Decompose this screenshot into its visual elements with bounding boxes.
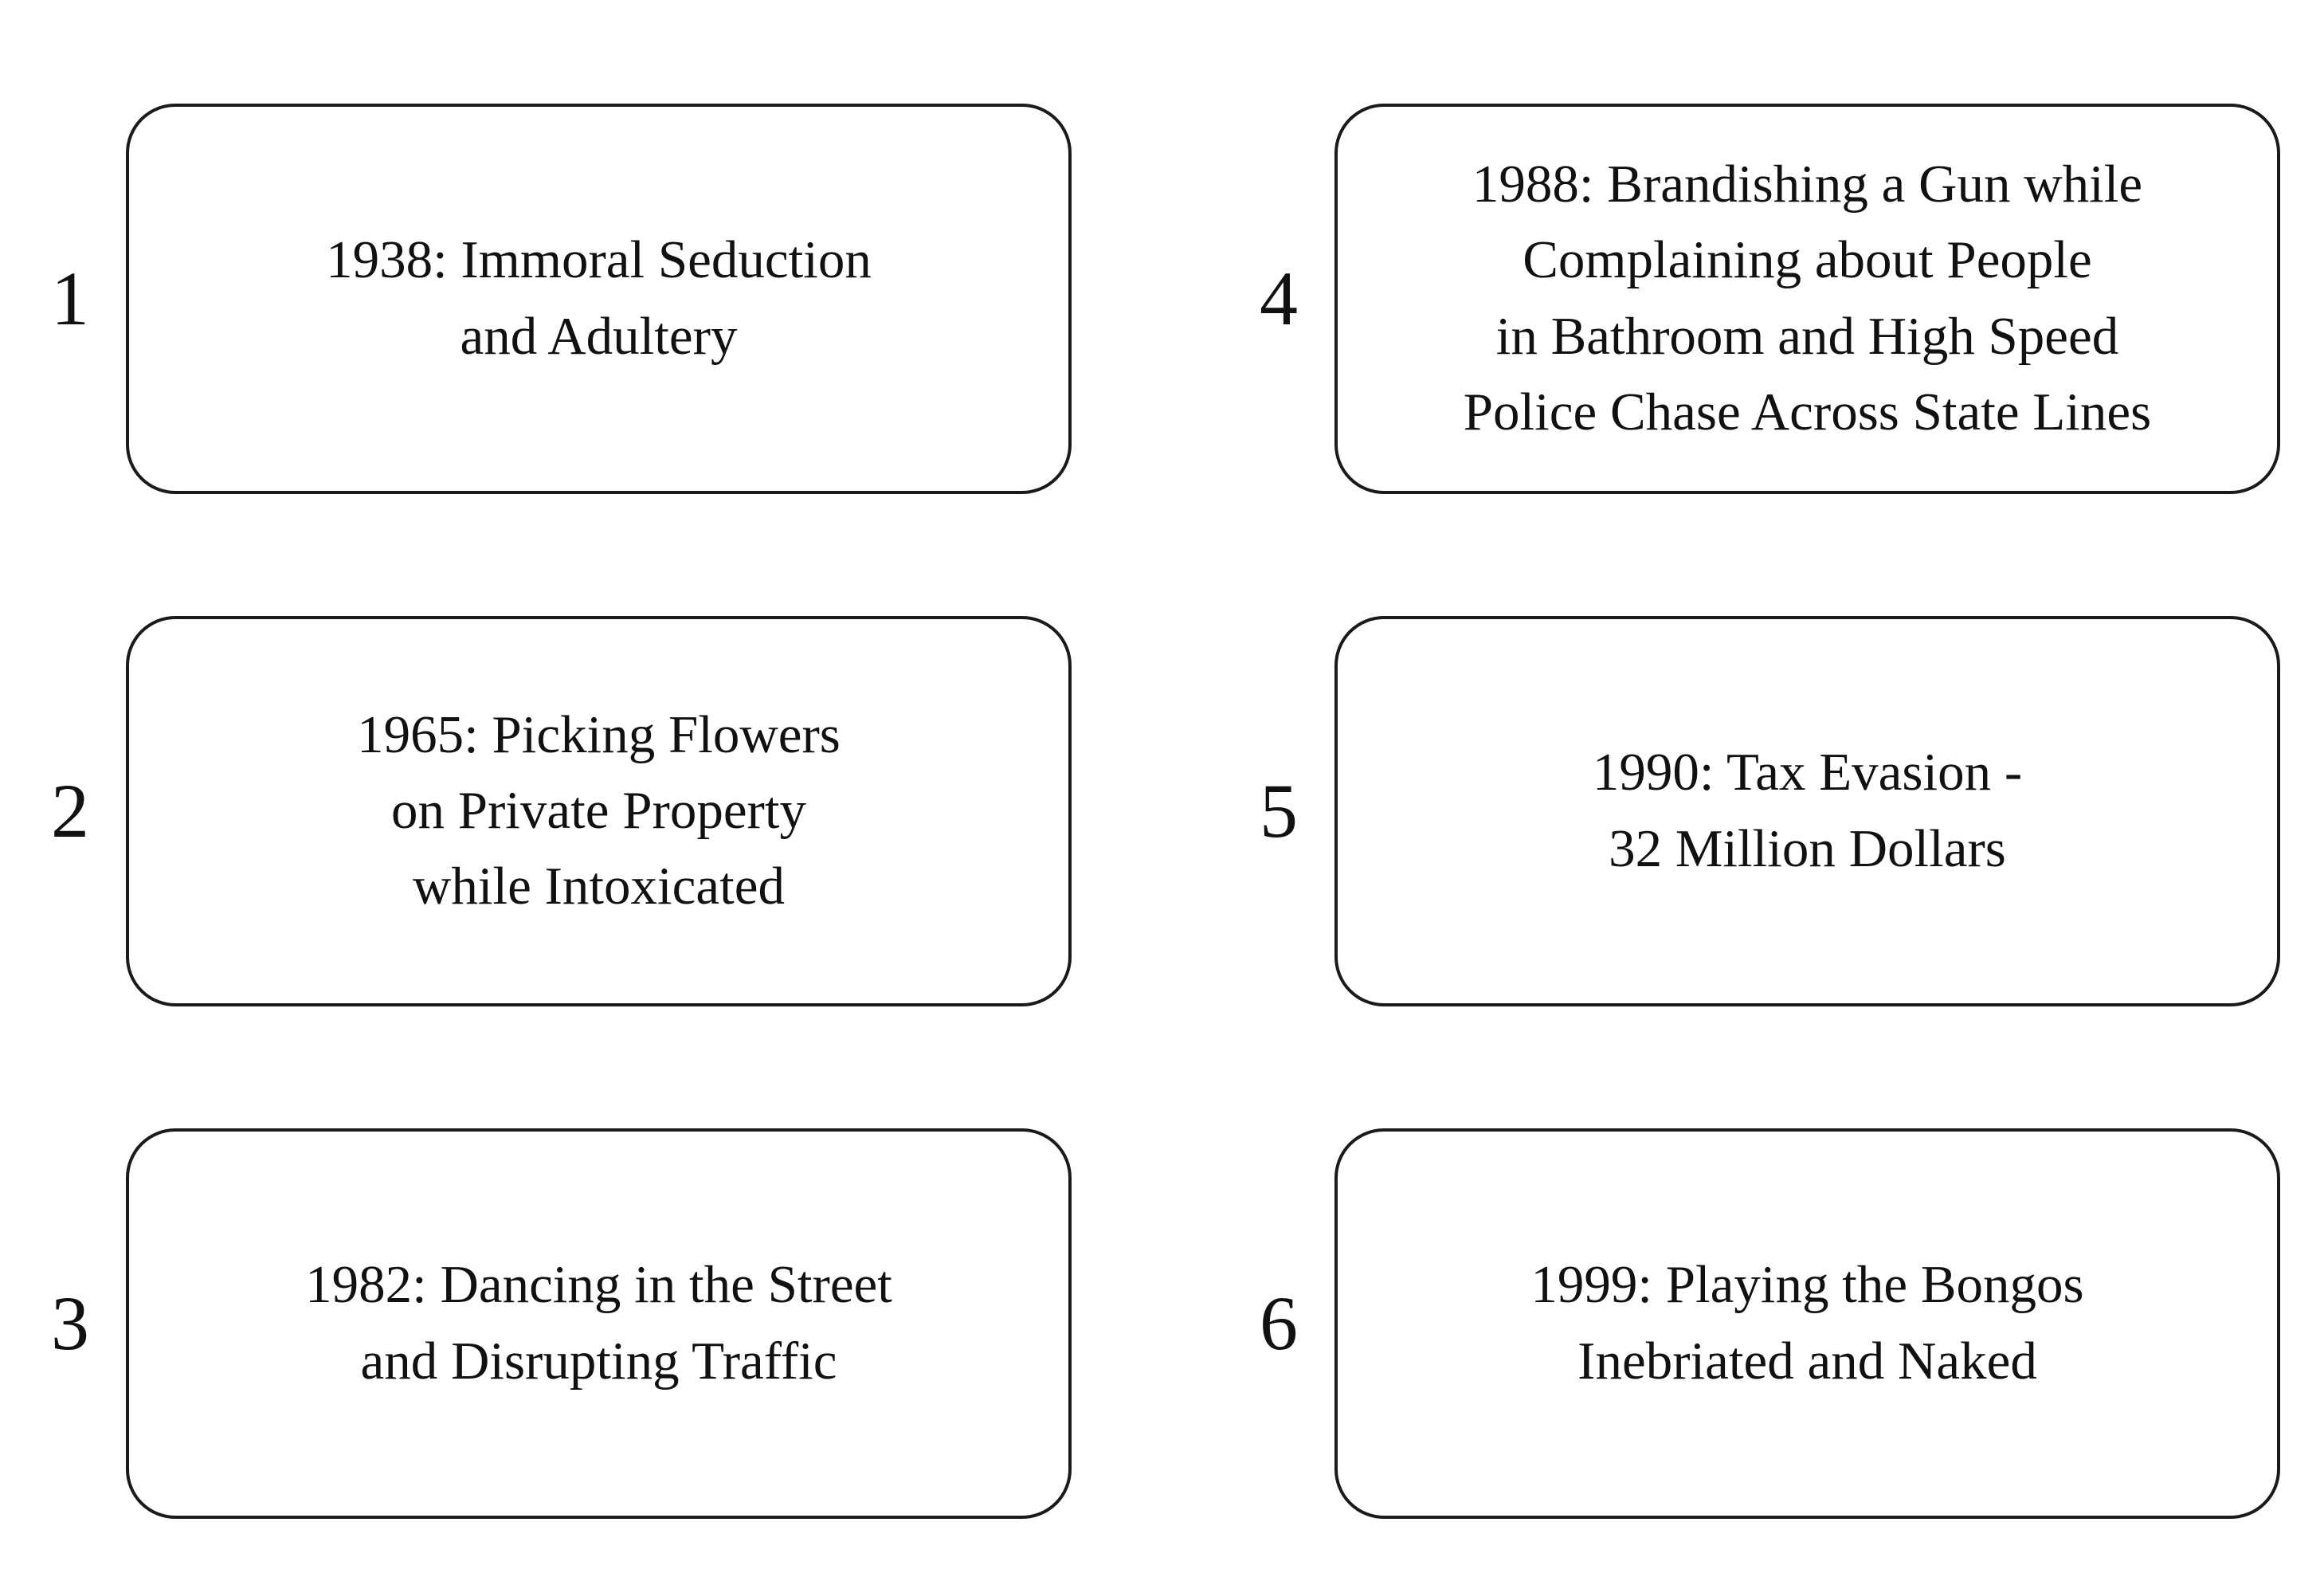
list-item: 5 1990: Tax Evasion - 32 Million Dollars [1223, 613, 2280, 1009]
item-number: 2 [51, 767, 89, 853]
event-box: 1999: Playing the Bongos Inebriated and … [1334, 1128, 2280, 1519]
event-box: 1938: Immoral Seduction and Adultery [126, 103, 1072, 494]
event-box: 1982: Dancing in the Street and Disrupti… [126, 1128, 1072, 1519]
event-text: 1999: Playing the Bongos Inebriated and … [1530, 1255, 2084, 1391]
event-text: 1938: Immoral Seduction and Adultery [326, 230, 872, 366]
list-item: 6 1999: Playing the Bongos Inebriated an… [1223, 1125, 2280, 1521]
event-box: 1965: Picking Flowers on Private Propert… [126, 615, 1072, 1006]
event-text: 1988: Brandishing a Gun while Complainin… [1463, 155, 2152, 441]
list-item: 3 1982: Dancing in the Street and Disrup… [14, 1125, 1072, 1521]
list-item: 1 1938: Immoral Seduction and Adultery [14, 100, 1072, 496]
item-number: 5 [1260, 767, 1298, 853]
event-text: 1982: Dancing in the Street and Disrupti… [305, 1255, 892, 1391]
event-text: 1965: Picking Flowers on Private Propert… [357, 704, 841, 916]
item-number: 3 [51, 1280, 89, 1366]
item-number: 1 [51, 255, 89, 341]
item-number: 4 [1260, 255, 1298, 341]
event-box: 1988: Brandishing a Gun while Complainin… [1334, 103, 2280, 494]
item-number: 6 [1260, 1280, 1298, 1366]
list-item: 2 1965: Picking Flowers on Private Prope… [14, 613, 1072, 1009]
list-item: 4 1988: Brandishing a Gun while Complain… [1223, 100, 2280, 496]
event-text: 1990: Tax Evasion - 32 Million Dollars [1592, 743, 2023, 878]
event-box: 1990: Tax Evasion - 32 Million Dollars [1334, 615, 2280, 1006]
